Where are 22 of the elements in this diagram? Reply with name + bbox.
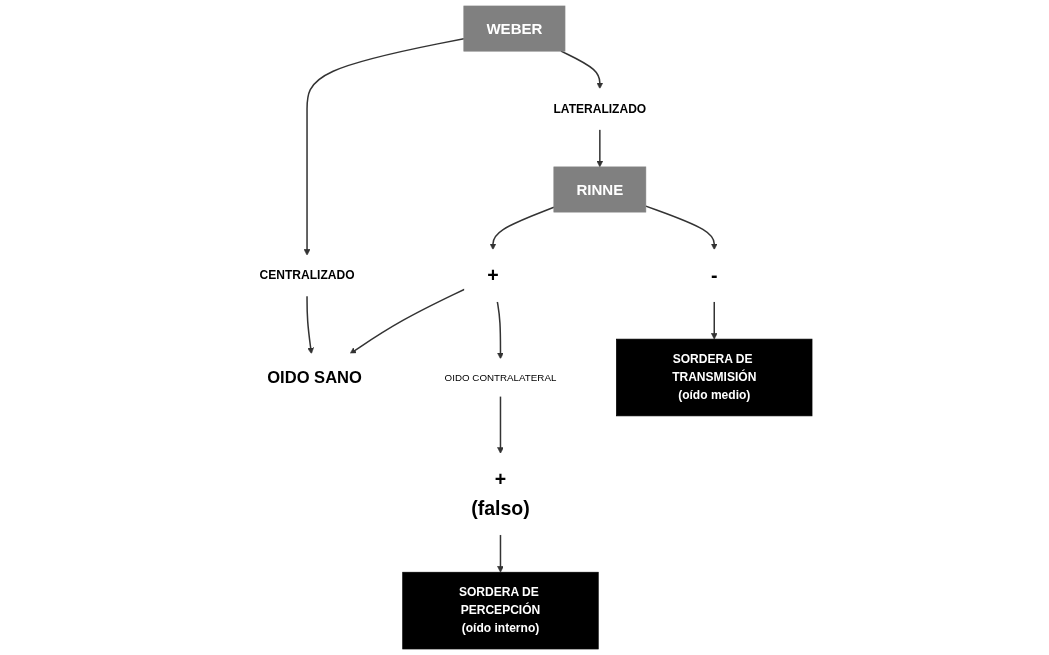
arrow (496, 300, 504, 360)
node-text: LATERALIZADO (553, 102, 647, 116)
node-text: - (710, 263, 718, 287)
arrow (596, 128, 604, 168)
node-box: SORDERA DE PERCEPCIÓN (oído interno) (402, 571, 599, 650)
arrow (645, 205, 718, 250)
node-text: + (falso) (471, 467, 530, 520)
node-box: RINNE (553, 166, 647, 213)
arrow (349, 288, 466, 355)
arrow (560, 50, 604, 90)
node-box: WEBER (463, 5, 566, 52)
node-text: CENTRALIZADO (259, 268, 355, 282)
arrow (303, 37, 465, 256)
arrow (489, 206, 555, 250)
arrow (497, 395, 504, 454)
arrow (306, 295, 314, 355)
arrow (497, 533, 504, 573)
node-box: SORDERA DE TRANSMISIÓN (oído medio) (616, 338, 813, 417)
arrow (710, 300, 718, 340)
node-text: OIDO CONTRALATERAL (444, 371, 557, 383)
node-text: + (487, 263, 499, 287)
node-text: OIDO SANO (267, 368, 362, 387)
